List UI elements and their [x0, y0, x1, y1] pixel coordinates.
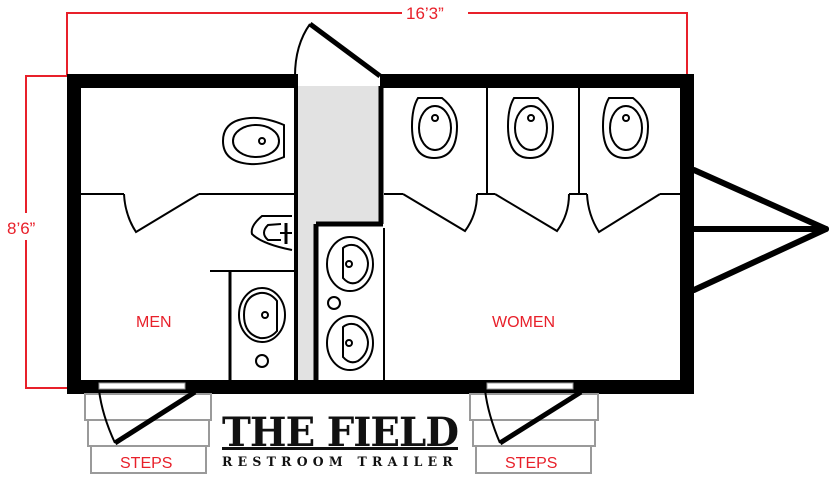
left-steps-label: STEPS	[120, 455, 172, 472]
sink-icon	[326, 236, 374, 292]
drain-icon	[327, 296, 341, 310]
toilet-icon	[506, 97, 555, 160]
utility-door-opening	[298, 78, 380, 84]
left-door-swing-icon	[98, 389, 197, 446]
trailer-walls	[67, 74, 694, 394]
length-dimension: 16’3”	[406, 4, 444, 23]
right-steps	[469, 393, 599, 474]
women-door-opening	[486, 382, 574, 390]
width-dimension: 8’6”	[7, 219, 36, 238]
right-door-swing-icon	[484, 389, 583, 446]
left-steps	[84, 393, 212, 474]
brand-subtitle: RESTROOM TRAILER	[222, 455, 458, 470]
utility-door-icon	[294, 21, 382, 79]
sink-icon	[238, 287, 286, 368]
trailer-hitch-icon	[691, 167, 829, 293]
interior-walls	[81, 86, 680, 382]
men-door-opening	[98, 382, 186, 390]
dimension-lines	[25, 12, 688, 389]
right-steps-label: STEPS	[505, 455, 557, 472]
men-room-label: MEN	[136, 314, 172, 331]
toilet-icon	[410, 97, 459, 160]
women-room-label: WOMEN	[492, 314, 555, 331]
urinal-icon	[250, 215, 293, 251]
sink-icon	[326, 315, 374, 371]
brand-underline	[222, 447, 458, 450]
utility-corridor	[298, 86, 380, 222]
stall-doors	[123, 193, 661, 234]
toilet-icon	[601, 97, 650, 160]
toilet-icon	[221, 116, 285, 166]
